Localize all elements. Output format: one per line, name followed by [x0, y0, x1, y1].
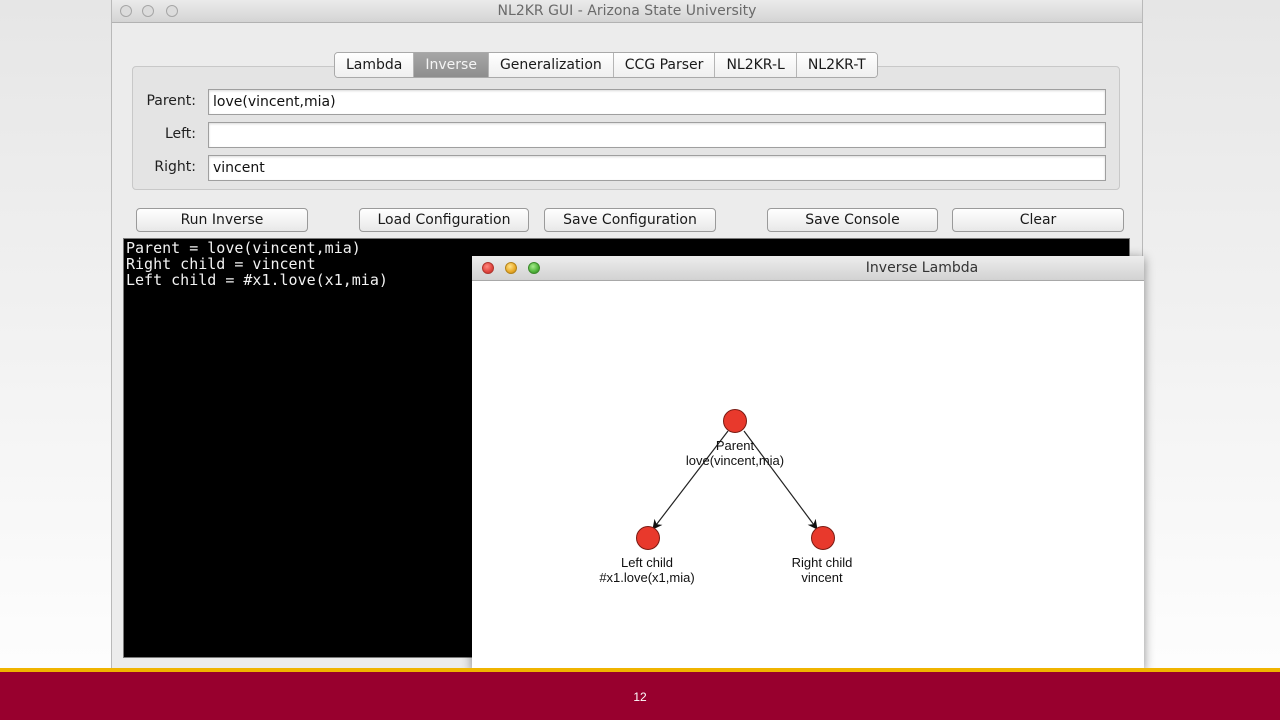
save-configuration-button[interactable]: Save Configuration: [544, 208, 716, 232]
save-console-button[interactable]: Save Console: [767, 208, 938, 232]
load-configuration-button[interactable]: Load Configuration: [359, 208, 529, 232]
parent-input[interactable]: [208, 89, 1106, 115]
right-input[interactable]: [208, 155, 1106, 181]
console-line: Parent = love(vincent,mia): [126, 239, 361, 257]
right-row: Right:: [134, 155, 1106, 181]
tab-bar: Lambda Inverse Generalization CCG Parser…: [334, 52, 878, 78]
slide-footer: 12: [0, 668, 1280, 720]
inverse-lambda-graph: Parent love(vincent,mia) Left child #x1.…: [599, 409, 853, 585]
left-label: Left:: [164, 126, 196, 142]
tab-nl2kr-l[interactable]: NL2KR-L: [715, 53, 797, 77]
close-window-icon[interactable]: [482, 262, 494, 274]
right-node-label: Right child: [792, 555, 853, 570]
parent-node[interactable]: [723, 409, 747, 433]
left-child-node[interactable]: [636, 526, 660, 550]
window-title: NL2KR GUI - Arizona State University: [497, 3, 757, 19]
minimize-window-icon[interactable]: [505, 262, 517, 274]
tab-generalization[interactable]: Generalization: [488, 53, 614, 77]
parent-node-label: Parent: [716, 438, 755, 453]
main-titlebar[interactable]: NL2KR GUI - Arizona State University: [112, 0, 1142, 23]
right-label: Right:: [154, 159, 196, 175]
tab-nl2kr-t[interactable]: NL2KR-T: [796, 53, 877, 77]
main-window: NL2KR GUI - Arizona State University Lam…: [111, 0, 1143, 668]
parent-label: Parent:: [146, 93, 196, 109]
left-input[interactable]: [208, 122, 1106, 148]
parent-row: Parent:: [134, 89, 1106, 115]
edge-parent-right: [743, 430, 818, 530]
console-line: Right child = vincent: [126, 255, 316, 273]
page-number: 12: [633, 690, 647, 704]
right-child-node[interactable]: [811, 526, 835, 550]
left-node-value: #x1.love(x1,mia): [599, 570, 694, 585]
run-inverse-button[interactable]: Run Inverse: [136, 208, 308, 232]
tab-lambda[interactable]: Lambda: [335, 53, 415, 77]
tab-ccg-parser[interactable]: CCG Parser: [613, 53, 716, 77]
console-line: Left child = #x1.love(x1,mia): [126, 271, 388, 289]
clear-button[interactable]: Clear: [952, 208, 1124, 232]
graph-titlebar[interactable]: Inverse Lambda: [472, 256, 1144, 281]
parent-node-value: love(vincent,mia): [686, 453, 784, 468]
right-node-value: vincent: [801, 570, 843, 585]
zoom-window-icon[interactable]: [528, 262, 540, 274]
left-row: Left:: [134, 122, 1106, 148]
minimize-window-icon[interactable]: [142, 5, 154, 17]
left-node-label: Left child: [621, 555, 673, 570]
tab-inverse[interactable]: Inverse: [414, 53, 489, 77]
inverse-lambda-window: Inverse Lambda Parent love(vincent,mia) …: [472, 256, 1144, 670]
close-window-icon[interactable]: [120, 5, 132, 17]
graph-window-title: Inverse Lambda: [865, 260, 979, 276]
zoom-window-icon[interactable]: [166, 5, 178, 17]
edge-parent-left: [652, 430, 729, 530]
